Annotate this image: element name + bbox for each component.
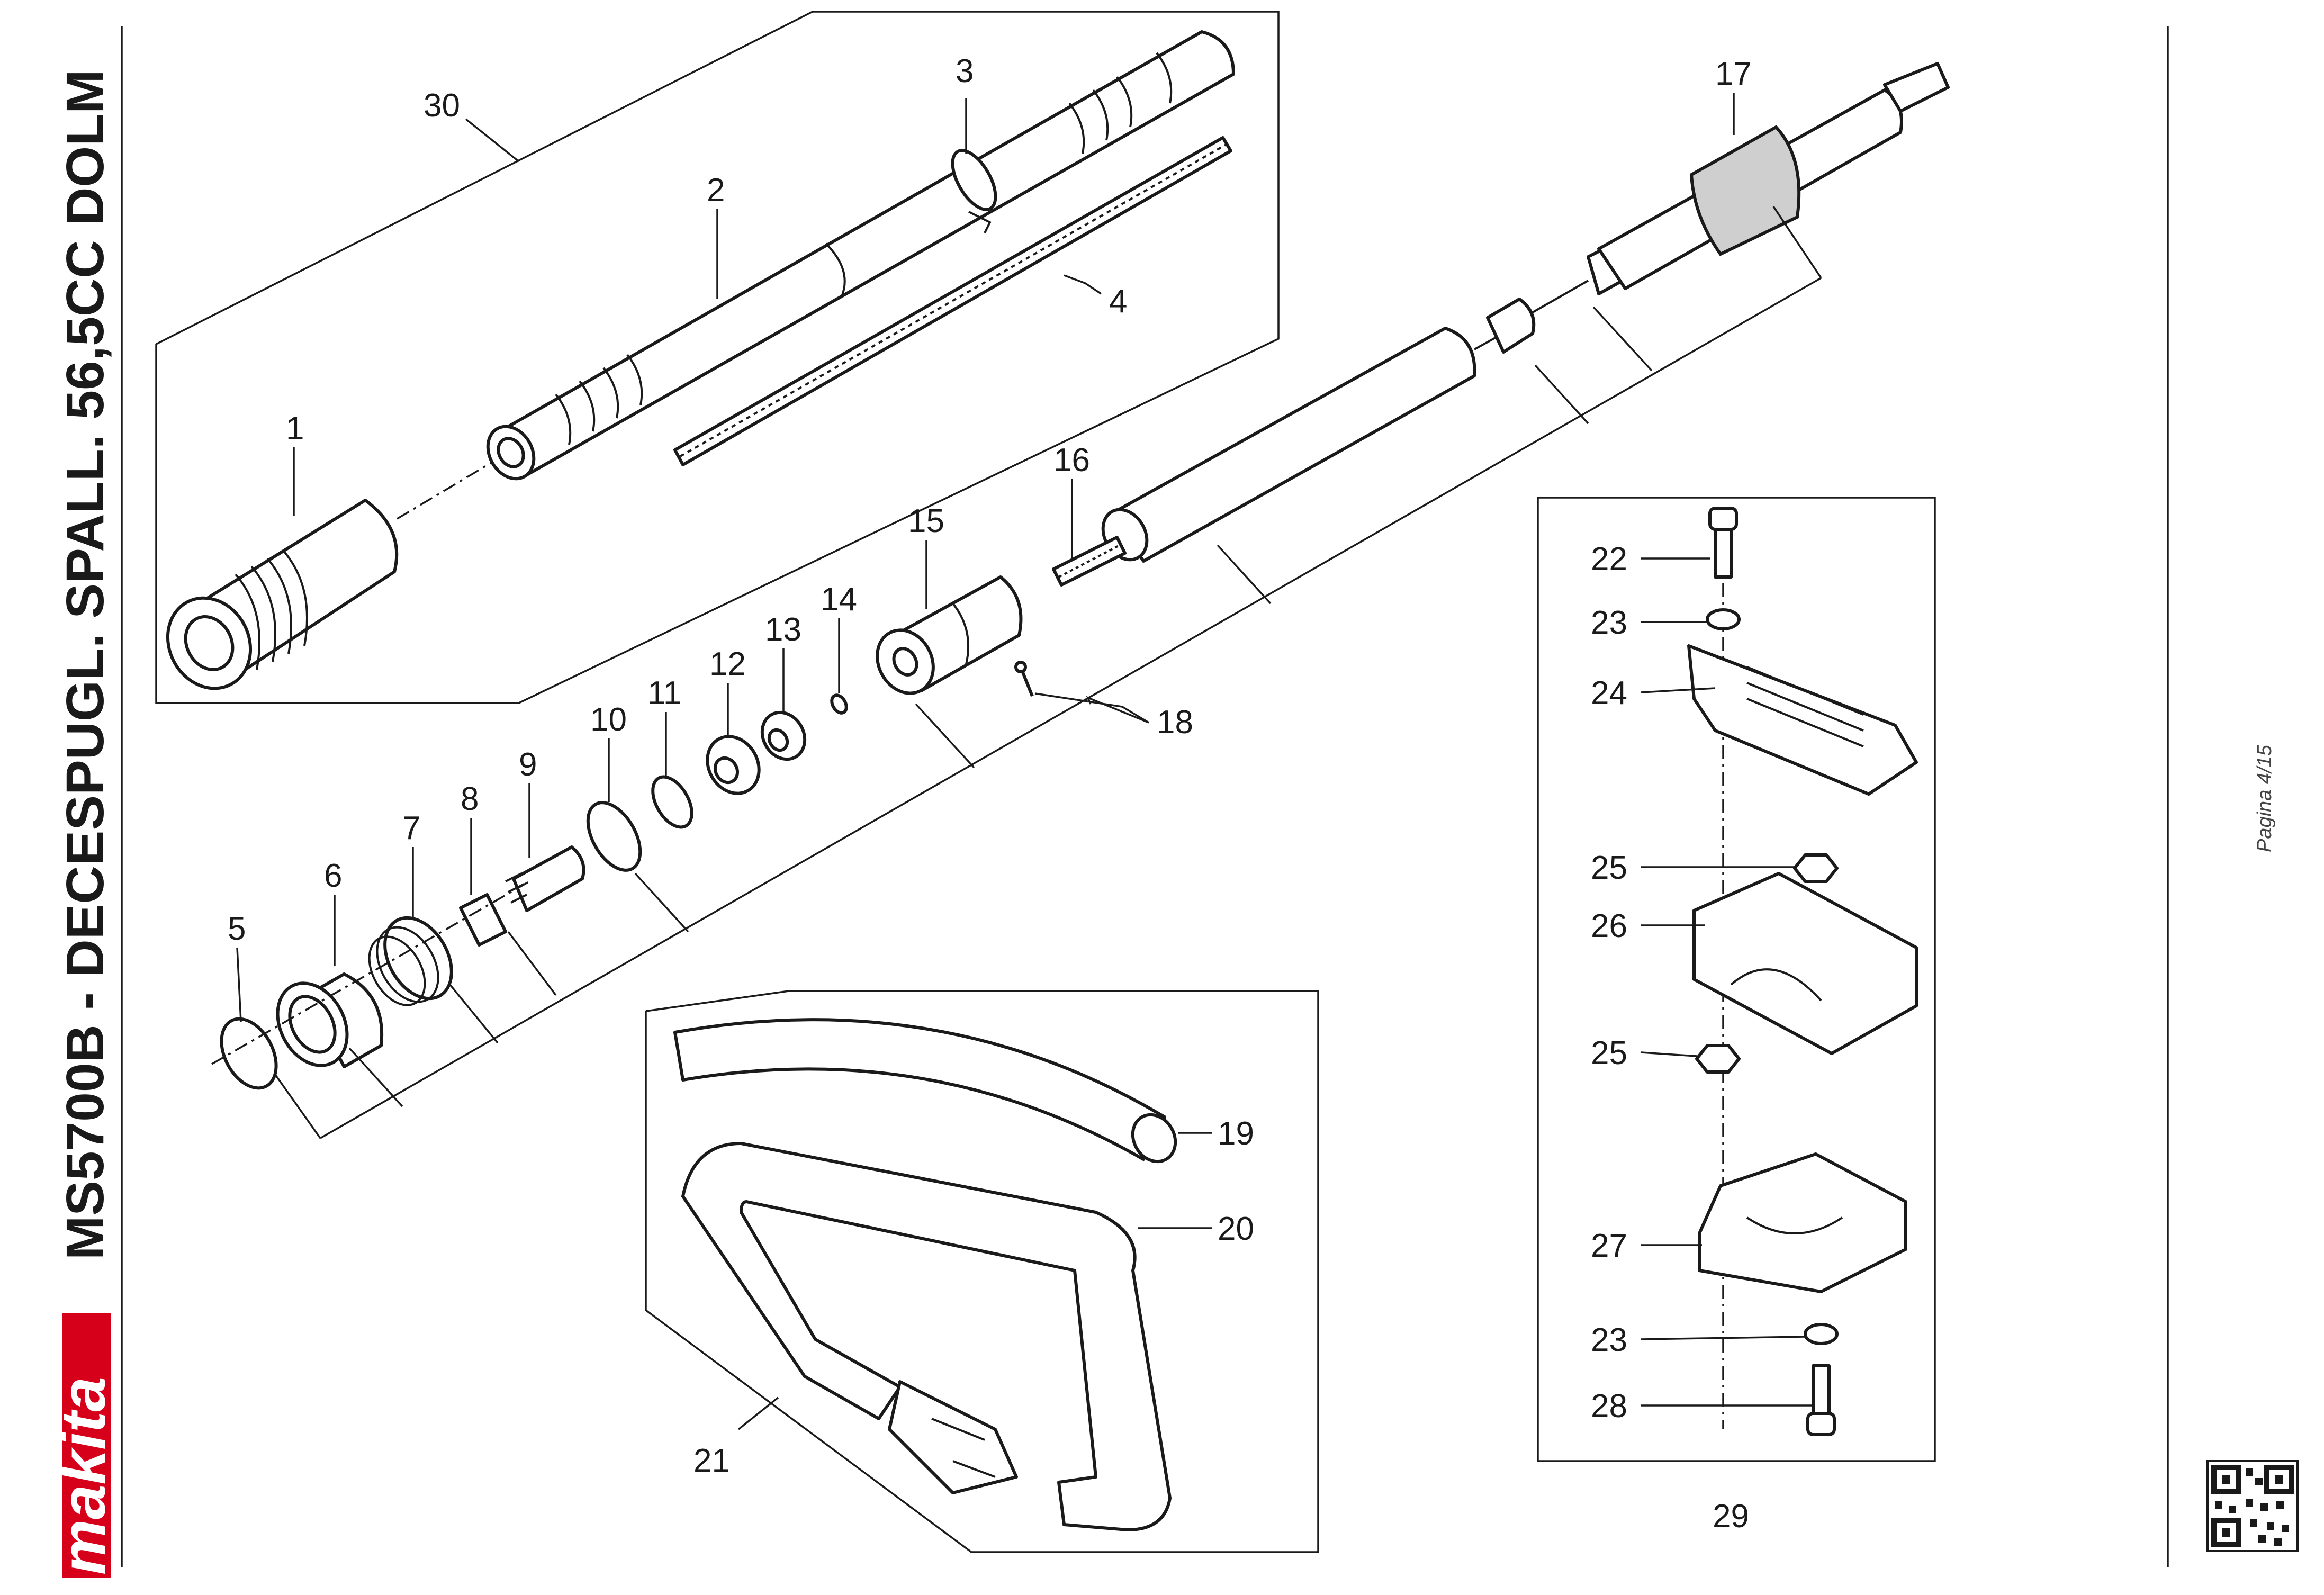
part-4-flex-shaft: [673, 136, 1232, 466]
part-22-screw: [1708, 507, 1738, 579]
makita-logo: makita: [49, 1313, 119, 1578]
callout-18: 18: [1157, 704, 1193, 741]
leader-18b: [1034, 692, 1149, 724]
part-14-small-ring: [830, 693, 848, 715]
callout-17: 17: [1715, 56, 1752, 92]
callout-29: 29: [1713, 1498, 1749, 1535]
part-11-ring: [651, 775, 693, 829]
callout-26: 26: [1591, 908, 1627, 944]
part-9-spline-shaft: [505, 845, 585, 912]
assembly-baseline: [320, 277, 1822, 1139]
leader-25b: [1641, 1051, 1697, 1057]
centerline-1-2: [397, 459, 496, 520]
part-15-coupling-housing: [876, 575, 1023, 695]
tick-7: [449, 984, 499, 1044]
part-20-loop-handle: [681, 1142, 1172, 1531]
part-19-handle-sleeve: [673, 1018, 1177, 1164]
centerline-lower-assembly: [211, 880, 530, 1065]
tick-shaft3: [1592, 306, 1653, 372]
part-10-o-ring: [586, 801, 642, 872]
part-27-clamp-bottom: [1698, 1152, 1907, 1293]
tick-8: [507, 931, 557, 996]
part-28-screw: [1806, 1364, 1836, 1436]
callout-12: 12: [709, 646, 746, 682]
page-title: MS5700B - DECESPUGL. SPALL. 56,5CC DOLM: [56, 69, 115, 1260]
tick-shaft: [1217, 544, 1272, 605]
logo-background: [62, 1313, 111, 1578]
part-26-clamp-middle: [1692, 872, 1918, 1055]
grip-texture: [1689, 125, 1801, 256]
part-23-washer-top: [1706, 608, 1741, 630]
callout-28: 28: [1591, 1388, 1627, 1425]
callout-22: 22: [1591, 541, 1627, 578]
callout-7: 7: [402, 810, 420, 846]
qr-code-icon: [2206, 1460, 2299, 1552]
part-21-grip: [888, 1380, 1018, 1494]
leader-24: [1641, 687, 1716, 693]
part-12-bearing: [706, 735, 761, 795]
callout-20: 20: [1218, 1211, 1254, 1247]
part-23-washer-bottom: [1804, 1323, 1839, 1345]
part-2-drive-tube: [486, 30, 1235, 481]
tick-6: [348, 1047, 403, 1107]
callout-23-top: 23: [1591, 605, 1627, 641]
callout-5: 5: [228, 911, 246, 947]
leader-18a: [1086, 696, 1149, 724]
leader-4: [1064, 274, 1102, 295]
callout-23-bottom: 23: [1591, 1322, 1627, 1358]
callout-16: 16: [1053, 442, 1090, 479]
callout-8: 8: [461, 781, 479, 817]
leader-21: [737, 1396, 779, 1430]
tick-shaft2: [1534, 364, 1589, 425]
part-8-plate: [459, 893, 507, 947]
part-5-circlip: [220, 1017, 278, 1090]
part-16-threaded-stud: [1052, 536, 1127, 587]
tick-10: [634, 872, 689, 933]
callout-24: 24: [1591, 675, 1627, 711]
part-3-clip: [951, 149, 997, 233]
callout-3: 3: [956, 53, 974, 89]
callout-25-bottom: 25: [1591, 1035, 1627, 1071]
part-25-nut-top: [1793, 853, 1839, 883]
group-frame-29: [1537, 497, 1936, 1462]
callout-2: 2: [707, 172, 725, 209]
logo-text: makita: [49, 1377, 119, 1575]
part-24-clamp-top: [1687, 644, 1918, 796]
group-frame-handle: [645, 990, 1319, 1553]
callout-1: 1: [286, 410, 304, 447]
part-13-bearing: [760, 710, 807, 761]
part-7-spring: [368, 916, 453, 1006]
part-18-pin: [1014, 661, 1034, 697]
group-frame-30: [155, 11, 1280, 704]
part-main-shaft: [1101, 231, 1650, 563]
callout-19: 19: [1218, 1115, 1254, 1152]
callout-11: 11: [647, 675, 681, 711]
callout-15: 15: [908, 503, 944, 539]
part-6-collar: [276, 972, 384, 1068]
tick-15: [915, 703, 975, 769]
callout-9: 9: [519, 746, 537, 783]
callout-4: 4: [1109, 283, 1127, 320]
part-17-grip: [1597, 62, 1950, 290]
callout-14: 14: [821, 581, 857, 618]
callout-21: 21: [693, 1443, 730, 1479]
callout-25-top: 25: [1591, 850, 1627, 886]
callout-6: 6: [324, 858, 342, 894]
page-number: Pagina 4/15: [2254, 744, 2276, 852]
leader-5: [236, 947, 242, 1022]
callout-30: 30: [424, 87, 460, 124]
tick-5: [274, 1074, 321, 1139]
callout-13: 13: [765, 611, 801, 648]
tick-17: [1772, 206, 1822, 278]
leader-23b: [1641, 1336, 1806, 1340]
leader-30: [465, 118, 520, 163]
callout-10: 10: [590, 701, 627, 738]
callout-27: 27: [1591, 1228, 1627, 1264]
part-25-nut-bottom: [1695, 1044, 1741, 1074]
part-1-end-cap: [166, 499, 399, 690]
